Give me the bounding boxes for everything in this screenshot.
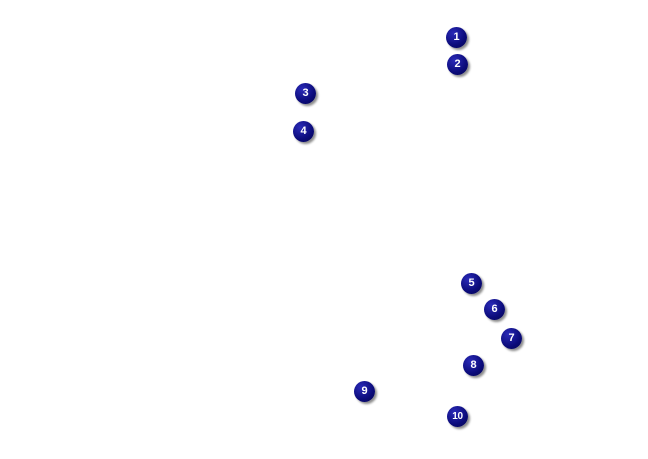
marker-8[interactable]: 8	[463, 355, 484, 376]
marker-2[interactable]: 2	[447, 54, 468, 75]
marker-9[interactable]: 9	[354, 381, 375, 402]
marker-7[interactable]: 7	[501, 328, 522, 349]
marker-1[interactable]: 1	[446, 27, 467, 48]
marker-3[interactable]: 3	[295, 83, 316, 104]
marker-6[interactable]: 6	[484, 299, 505, 320]
marker-10[interactable]: 10	[447, 406, 468, 427]
marker-4[interactable]: 4	[293, 121, 314, 142]
marker-5[interactable]: 5	[461, 273, 482, 294]
